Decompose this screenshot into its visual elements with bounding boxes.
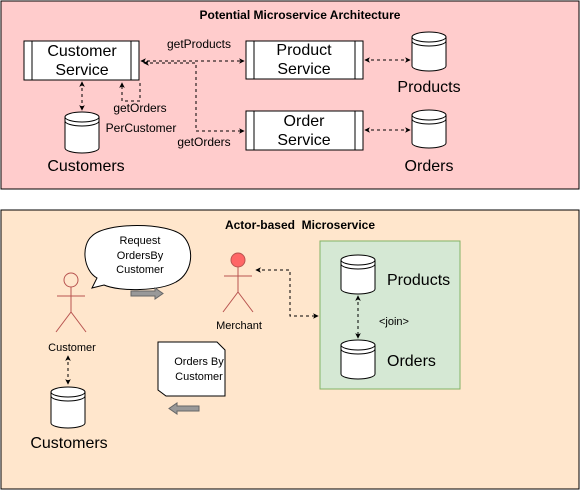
edge-label-get-orders: getOrders xyxy=(177,135,230,149)
edge-label-get-orders-per-customer-line1: getOrders xyxy=(113,101,166,115)
customers-db-top[interactable]: Customers xyxy=(47,111,125,175)
request-bubble-line1: Request xyxy=(120,235,161,247)
customers-db-bottom[interactable]: Customers xyxy=(30,386,108,452)
edge-label-get-products: getProducts xyxy=(167,37,231,51)
customer-service-label-line1: Customer xyxy=(47,43,117,60)
products-db-top[interactable]: Products xyxy=(397,31,461,96)
bottom-panel-title: Actor-based Microservice xyxy=(225,218,375,232)
customers-db-top-label: Customers xyxy=(47,158,124,175)
edge-merchant-store xyxy=(255,267,319,319)
merchant-actor-label: Merchant xyxy=(216,320,262,332)
orders-db-top[interactable]: Orders xyxy=(405,109,454,175)
order-service-label-line1: Order xyxy=(284,113,326,130)
product-service-label-line1: Product xyxy=(276,42,332,59)
customer-actor[interactable] xyxy=(55,272,87,333)
product-service-node[interactable]: Product Service xyxy=(245,40,364,80)
orders-db-bottom-label: Orders xyxy=(387,353,436,370)
response-note-line2: Customer xyxy=(175,371,223,383)
top-panel-background xyxy=(0,0,580,190)
request-bubble-line3: Customer xyxy=(116,264,164,276)
bottom-panel: Actor-based Microservice Products Orders… xyxy=(0,209,580,490)
edge-customer-order xyxy=(143,60,245,134)
response-flow-arrow xyxy=(168,402,200,415)
products-db-bottom[interactable]: Products xyxy=(340,254,450,295)
response-note[interactable]: Orders By Customer xyxy=(157,341,226,397)
merchant-actor[interactable] xyxy=(222,252,254,313)
edge-label-get-orders-per-customer-line2: PerCustomer xyxy=(106,121,177,135)
orders-db-top-label: Orders xyxy=(405,158,454,175)
order-service-label-line2: Service xyxy=(277,132,330,149)
products-db-top-label: Products xyxy=(397,79,460,96)
product-service-label-line2: Service xyxy=(277,61,330,78)
customer-service-label-line2: Service xyxy=(55,62,108,79)
orders-db-bottom[interactable]: Orders xyxy=(340,339,436,380)
request-bubble-line2: OrdersBy xyxy=(117,250,164,262)
customer-actor-label: Customer xyxy=(48,342,96,354)
products-db-bottom-label: Products xyxy=(387,272,450,289)
request-flow-arrow xyxy=(130,287,164,300)
top-edges xyxy=(79,57,411,134)
top-panel-title: Potential Microservice Architecture xyxy=(200,8,401,22)
customers-db-bottom-label: Customers xyxy=(30,435,107,452)
response-note-line1: Orders By xyxy=(174,356,224,368)
customer-service-node[interactable]: Customer Service xyxy=(23,40,140,81)
order-service-node[interactable]: Order Service xyxy=(245,110,364,151)
edge-get-orders-per-customer xyxy=(119,82,141,102)
top-panel: Potential Microservice Architecture Cust… xyxy=(0,0,580,190)
request-speech-bubble[interactable]: Request OrdersBy Customer xyxy=(84,225,192,291)
join-label: <join> xyxy=(379,316,409,328)
